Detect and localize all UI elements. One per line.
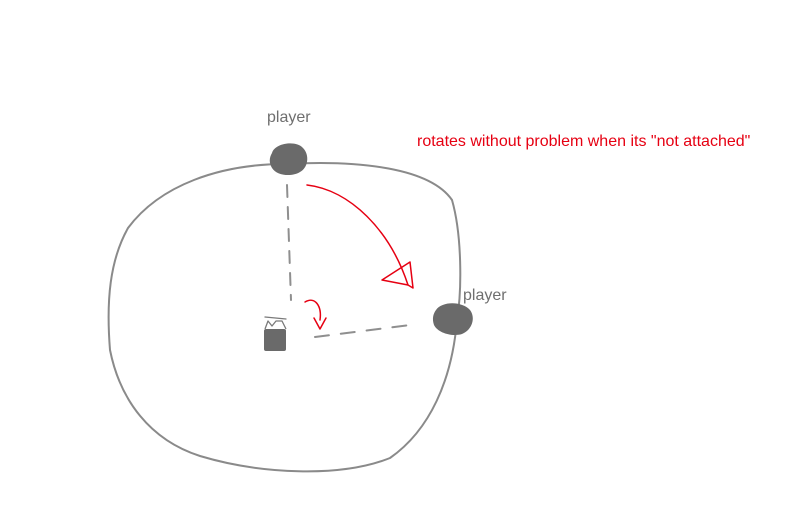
box-with-flaps-icon (264, 316, 287, 351)
annotation-text: rotates without problem when its "not at… (417, 133, 751, 150)
rotation-arrow-large-head (381, 261, 414, 289)
rotation-arrow-small (304, 299, 322, 321)
player-blob-top (269, 143, 308, 176)
guide-line-horizontal (314, 324, 411, 338)
guide-line-vertical (286, 184, 292, 301)
orbit-circle (107, 162, 462, 473)
player-label-top: player (267, 109, 311, 126)
player-blob-right (432, 303, 473, 335)
rotation-arrow-large (306, 184, 409, 286)
player-label-right: player (463, 287, 507, 304)
rotation-arrow-small-head (313, 317, 327, 330)
